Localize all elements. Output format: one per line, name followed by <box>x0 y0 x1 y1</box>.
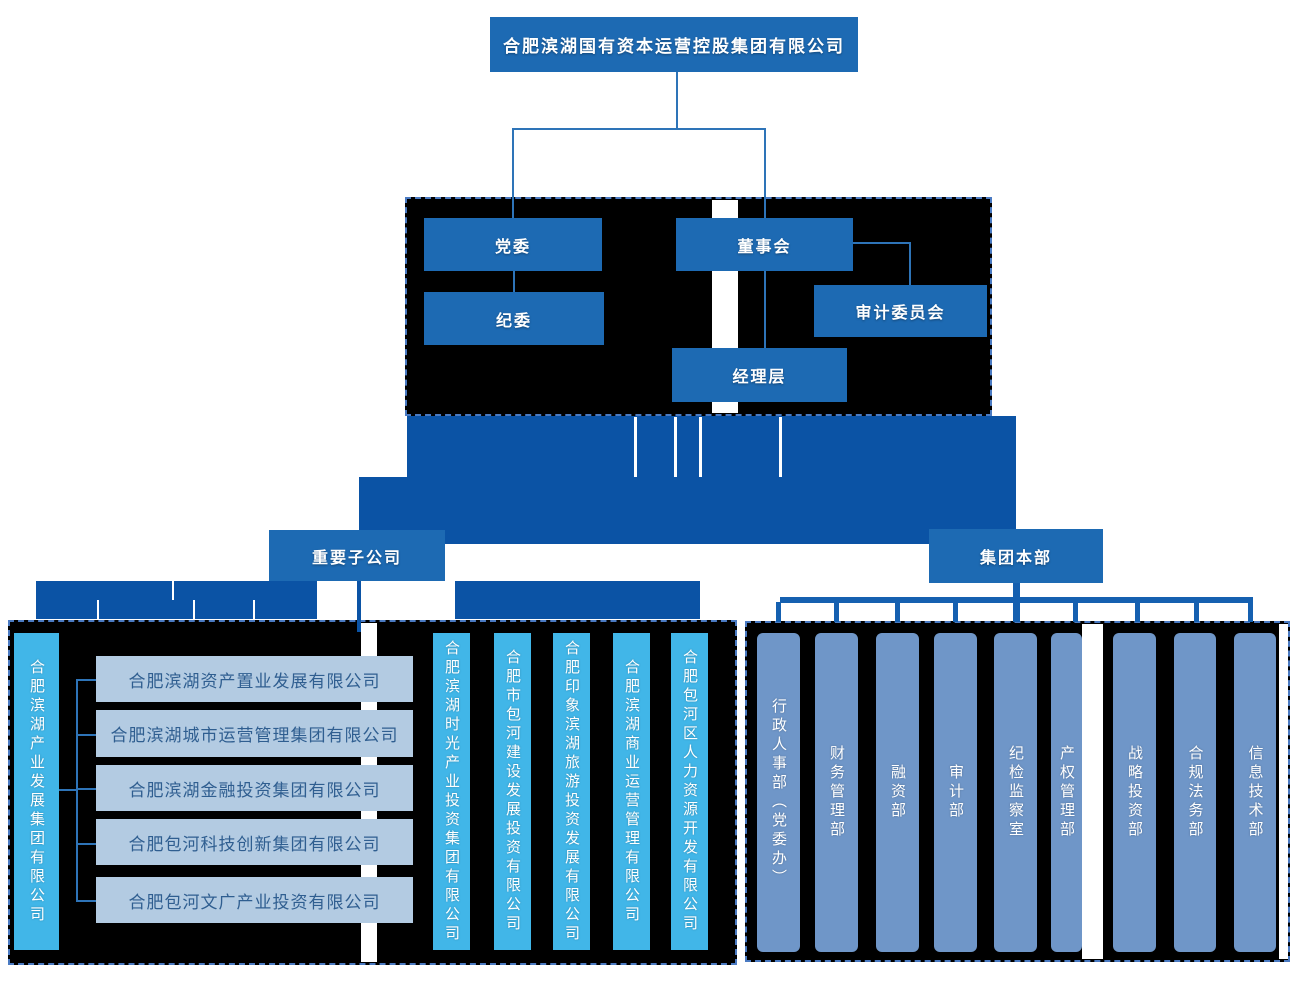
connector-party-discipline <box>513 271 515 293</box>
root-company-box: 合肥滨湖国有资本运营控股集团有限公司 <box>490 17 858 72</box>
direct-company-box: 合肥滨湖时光产业投资集团有限公司 <box>433 633 470 950</box>
hq-tick-2 <box>834 602 839 622</box>
direct-company-box: 合肥滨湖商业运营管理有限公司 <box>613 633 650 950</box>
discipline-committee-box: 纪委 <box>424 292 604 345</box>
band-tick-2 <box>674 417 677 477</box>
hq-hbar <box>780 597 1253 603</box>
subsidiaries-band-gap-4 <box>253 600 255 619</box>
held-stub-5 <box>76 900 97 902</box>
connector-board-audit-h <box>853 242 911 244</box>
hq-trunk <box>1013 583 1020 599</box>
headquarters-panel-right-gap <box>1279 624 1288 959</box>
department-box: 产权管理部 <box>1051 633 1082 952</box>
connector-board-audit-v <box>909 242 911 286</box>
hq-tick-3 <box>895 602 900 622</box>
held-company-box: 合肥滨湖金融投资集团有限公司 <box>96 765 413 811</box>
headquarters-panel-divider <box>1082 624 1103 959</box>
band-lower <box>359 477 1016 544</box>
direct-company-box: 合肥印象滨湖旅游投资发展有限公司 <box>553 633 590 950</box>
department-box: 信息技术部 <box>1234 633 1276 952</box>
held-stub-3 <box>76 788 97 790</box>
department-box: 合规法务部 <box>1174 633 1216 952</box>
parent-group-box: 合肥滨湖产业发展集团有限公司 <box>14 633 59 950</box>
department-box: 纪检监察室 <box>994 633 1037 952</box>
hq-tick-6 <box>1073 602 1078 622</box>
parent-link <box>59 789 77 791</box>
connector-party-down <box>512 128 514 219</box>
subsidiaries-band-right <box>455 581 700 619</box>
hq-tick-9 <box>1248 602 1253 622</box>
connector-top-horizontal <box>512 128 766 130</box>
audit-committee-box: 审计委员会 <box>814 285 987 337</box>
group-headquarters-label: 集团本部 <box>929 529 1103 583</box>
held-company-box: 合肥包河文广产业投资有限公司 <box>96 877 413 923</box>
held-company-box: 合肥包河科技创新集团有限公司 <box>96 819 413 865</box>
held-stub-1 <box>76 679 97 681</box>
subsidiaries-band-gap-3 <box>193 600 195 619</box>
hq-tick-4 <box>953 602 958 622</box>
direct-company-box: 合肥市包河建设发展投资有限公司 <box>494 633 531 950</box>
hq-tick-7 <box>1135 602 1140 622</box>
department-box: 战略投资部 <box>1113 633 1156 952</box>
department-box: 财务管理部 <box>815 633 858 952</box>
held-stub-2 <box>76 734 97 736</box>
department-box: 融资部 <box>876 633 919 952</box>
subsidiaries-label-tick <box>357 578 361 632</box>
direct-company-box: 合肥包河区人力资源开发有限公司 <box>671 633 708 950</box>
band-tick-4 <box>779 417 782 477</box>
party-committee-box: 党委 <box>424 218 602 271</box>
department-box: 审计部 <box>934 633 977 952</box>
board-box: 董事会 <box>676 218 853 271</box>
management-box: 经理层 <box>672 348 847 402</box>
subsidiaries-band-left <box>36 581 317 619</box>
connector-board-management <box>764 271 766 349</box>
band-upper <box>407 416 1016 477</box>
held-stub-4 <box>76 843 97 845</box>
band-tick-1 <box>634 417 637 477</box>
connector-root-down <box>676 72 678 129</box>
held-company-box: 合肥滨湖资产置业发展有限公司 <box>96 656 413 702</box>
hq-tick-5 <box>1013 602 1020 622</box>
hq-tick-1 <box>776 602 781 622</box>
connector-board-down <box>764 128 766 219</box>
key-subsidiaries-label: 重要子公司 <box>269 530 445 581</box>
subsidiaries-band-gap-2 <box>97 600 99 619</box>
band-tick-3 <box>699 417 702 477</box>
held-company-box: 合肥滨湖城市运营管理集团有限公司 <box>96 710 413 757</box>
hq-tick-8 <box>1194 602 1199 622</box>
held-trunk <box>76 679 78 901</box>
department-box: 行政人事部（党委办） <box>757 633 800 952</box>
subsidiaries-band-gap-1 <box>172 581 174 600</box>
